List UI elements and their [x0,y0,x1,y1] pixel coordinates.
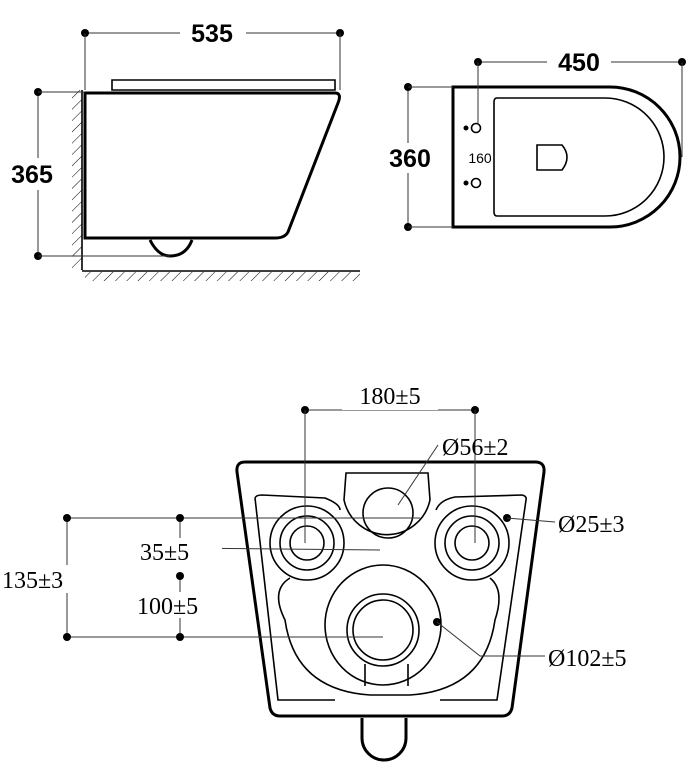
left-bolt-hole [289,525,325,561]
outlet-ring [324,564,442,686]
top-view: 160 450 360 [384,46,686,231]
toilet-body [83,91,341,240]
bowl-inner [493,97,665,217]
offset-label: 35±5 [140,540,189,566]
height-label: 135±3 [2,568,63,594]
right-bolt-hole [454,525,490,561]
trap-outlet [360,718,408,762]
floor-hatch [85,272,360,281]
trap-outlet [148,239,194,258]
inlet-diameter-label: Ø56±2 [442,435,509,461]
side-view: 535 365 [2,18,360,281]
outlet-shape [536,144,568,171]
inlet-hole [362,487,414,539]
seat-lid [111,79,336,91]
length-label: 450 [558,49,600,77]
bolt-hole-diameter-label: Ø25±3 [558,512,625,538]
rear-view: 180±5 Ø56±2 Ø25±3 Ø102±5 135±3 35±5 100±… [2,382,627,762]
bowl-outline [451,85,682,229]
outlet-diameter-label: Ø102±5 [548,646,627,672]
bolt-hole [470,177,482,189]
width-label: 535 [191,20,233,48]
bolt-spacing-label: 160 [468,150,492,166]
wall-hatch [72,90,82,270]
inlet-housing [343,472,431,536]
inner-frame [254,494,527,701]
height-label: 365 [11,161,53,189]
width-label: 360 [389,145,431,173]
bolt-hole [470,122,482,134]
bolt-spacing-label: 180±5 [359,384,420,410]
rear-outline [235,460,546,718]
outlet-offset-label: 100±5 [137,594,198,620]
outlet-hole [352,599,414,661]
